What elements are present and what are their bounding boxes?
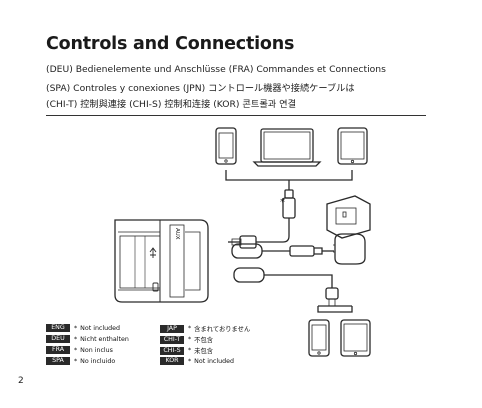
legend-text: Not included (80, 324, 121, 332)
aux-connector-icon (228, 235, 257, 249)
legend-text: 含まれておりません (194, 326, 251, 333)
legend-item: DEU * Nicht enthalten (46, 335, 129, 343)
language-tag: FRA (46, 346, 70, 354)
usb-cable-devices-icon (233, 267, 353, 313)
language-tag: DEU (46, 335, 70, 343)
asterisk: * (74, 324, 78, 332)
legend-item: CHI-T * 不包含 (160, 335, 213, 344)
page-title: Controls and Connections (46, 34, 295, 54)
asterisk: * (188, 336, 192, 343)
usb-cable-power-icon (231, 243, 334, 259)
language-tag: ENG (46, 324, 70, 332)
iphone-top-icon (215, 127, 237, 165)
legend-text: Nicht enthalten (80, 335, 129, 343)
asterisk: * (188, 357, 192, 365)
legend-item: JAP * 含まれておりません (160, 324, 250, 333)
subtitle-line-2: (SPA) Controles y conexiones (JPN) コントロー… (46, 83, 355, 94)
legend-item: KOR * Not included (160, 357, 234, 365)
usb-port-icon (149, 247, 157, 258)
language-tag: JAP (160, 324, 184, 333)
page-number: 2 (18, 376, 24, 386)
legend-text: 未包含 (194, 348, 214, 355)
legend-item: SPA * No incluido (46, 357, 115, 365)
speaker-dock-icon (114, 219, 209, 303)
title-divider (46, 115, 426, 116)
iphone-bottom-icon (308, 319, 330, 357)
legend-item: ENG * Not included (46, 324, 120, 332)
wall-socket-icon (326, 195, 371, 239)
laptop-icon (252, 128, 322, 167)
language-tag: KOR (160, 357, 184, 365)
asterisk: * (188, 325, 192, 332)
asterisk: * (74, 335, 78, 343)
legend-text: Not included (194, 357, 235, 365)
legend-text: 不包含 (194, 337, 214, 344)
language-tag: CHI-S (160, 346, 184, 355)
power-adapter-icon (333, 233, 366, 265)
aux-plug-icon (256, 189, 296, 243)
asterisk: * (74, 346, 78, 354)
language-tag: CHI-T (160, 335, 184, 344)
legend-item: FRA * Non inclus (46, 346, 113, 354)
subtitle-line-3: (CHI-T) 控制與連接 (CHI-S) 控制和连接 (KOR) 콘트롤과 연… (46, 99, 297, 110)
ipad-top-icon (337, 127, 368, 165)
legend-text: No incluido (80, 357, 116, 365)
ipod-port-icon (152, 282, 159, 292)
legend-item: CHI-S * 未包含 (160, 346, 213, 355)
aux-label: AUX (174, 228, 180, 240)
subtitle-line-1: (DEU) Bedienelemente und Anschlüsse (FRA… (46, 64, 386, 75)
not-included-asterisk: * (280, 197, 285, 208)
asterisk: * (74, 357, 78, 365)
language-tag: SPA (46, 357, 70, 365)
ipad-bottom-icon (340, 319, 371, 357)
asterisk: * (188, 347, 192, 354)
legend-text: Non inclus (80, 346, 113, 354)
